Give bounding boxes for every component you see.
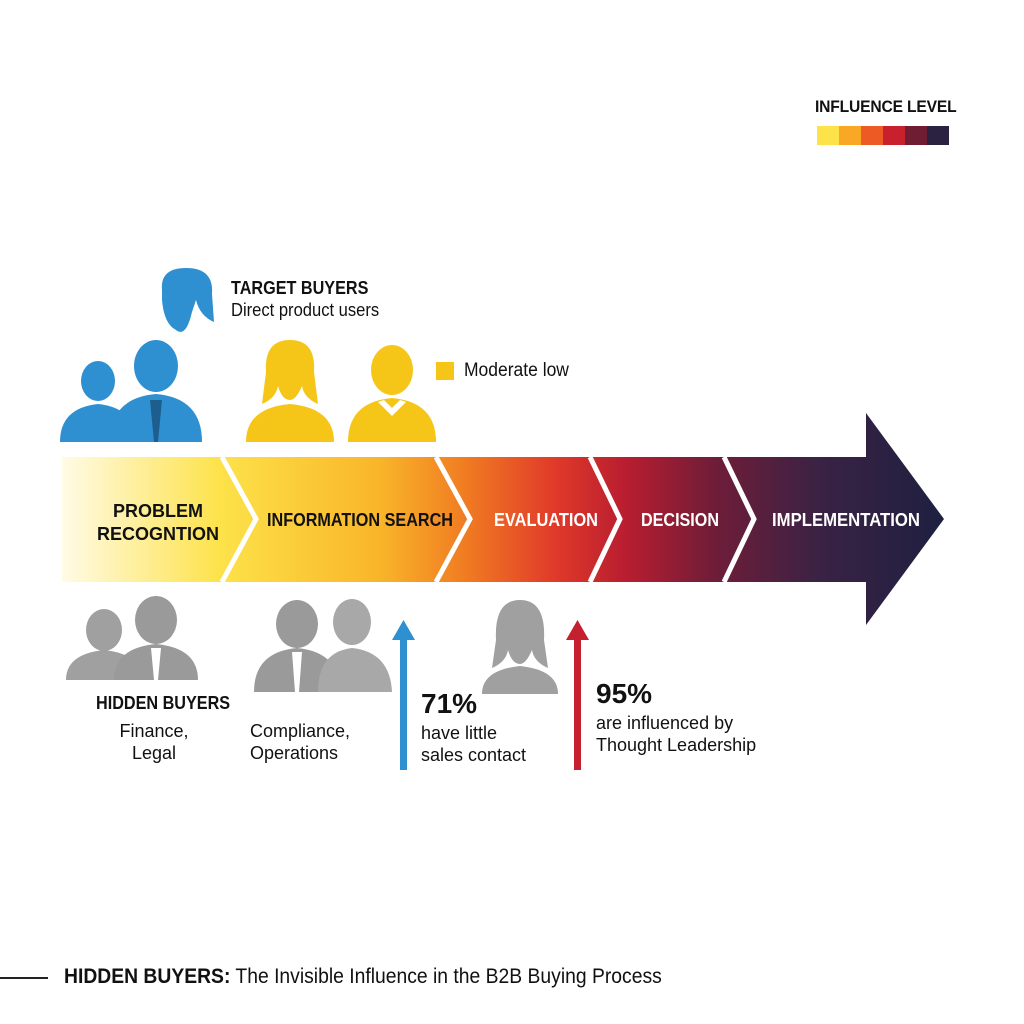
stage-label-problem-line2: RECOGNTION bbox=[97, 524, 219, 544]
separator-2 bbox=[433, 455, 473, 584]
footer-caption-bold: HIDDEN BUYERS: bbox=[64, 965, 231, 988]
target-buyers-icons bbox=[60, 268, 214, 442]
legend-title: INFLUENCE LEVEL bbox=[815, 97, 957, 116]
person-icon bbox=[318, 599, 392, 692]
separator-1 bbox=[219, 455, 259, 584]
moderate-buyers-icons bbox=[246, 340, 436, 442]
businessman-icon bbox=[254, 600, 340, 692]
separator-3 bbox=[587, 455, 623, 584]
scale-swatch-6 bbox=[927, 126, 949, 145]
stage-label-decision: DECISION bbox=[641, 510, 719, 530]
woman-icon bbox=[246, 340, 334, 442]
stat-arrow-blue bbox=[392, 620, 415, 770]
target-buyers-title: TARGET BUYERS bbox=[231, 278, 369, 298]
moderate-label: Moderate low bbox=[464, 360, 569, 381]
scale-swatch-4 bbox=[883, 126, 905, 145]
stat-text-thought-leadership: are influenced by Thought Leadership bbox=[596, 713, 757, 755]
stage-label-information-search: INFORMATION SEARCH bbox=[267, 510, 453, 530]
footer-rule bbox=[0, 977, 48, 979]
moderate-swatch bbox=[436, 362, 454, 380]
hidden-buyers-group-compliance: Compliance, Operations bbox=[250, 721, 351, 763]
footer-caption-text: The Invisible Influence in the B2B Buyin… bbox=[230, 965, 662, 988]
stat-value-71: 71% bbox=[421, 688, 478, 719]
hidden-buyers-group-finance: Finance, Legal bbox=[119, 721, 189, 763]
separator-4 bbox=[721, 455, 757, 584]
man-icon bbox=[348, 345, 436, 442]
stat-text-sales-contact: have little sales contact bbox=[421, 723, 527, 765]
stat-value-95: 95% bbox=[596, 678, 653, 709]
target-buyers-subtitle: Direct product users bbox=[231, 300, 380, 320]
stage-label-problem-line1: PROBLEM bbox=[113, 501, 203, 521]
stage-label-implementation: IMPLEMENTATION bbox=[772, 510, 920, 530]
stat-arrow-red bbox=[566, 620, 589, 770]
woman-head-icon bbox=[161, 268, 214, 332]
footer-caption: HIDDEN BUYERS: The Invisible Influence i… bbox=[64, 965, 662, 989]
scale-swatch-1 bbox=[817, 126, 839, 145]
influence-scale bbox=[817, 126, 949, 145]
scale-swatch-2 bbox=[839, 126, 861, 145]
process-arrow bbox=[62, 413, 944, 625]
businessman-icon bbox=[114, 596, 198, 680]
hidden-buyers-title: HIDDEN BUYERS bbox=[96, 693, 231, 713]
hidden-buyers-icons bbox=[66, 596, 558, 694]
stage-separators bbox=[219, 455, 757, 584]
woman-icon bbox=[482, 600, 558, 694]
stage-label-evaluation: EVALUATION bbox=[494, 510, 598, 530]
scale-swatch-5 bbox=[905, 126, 927, 145]
businessman-icon bbox=[110, 340, 202, 442]
scale-swatch-3 bbox=[861, 126, 883, 145]
